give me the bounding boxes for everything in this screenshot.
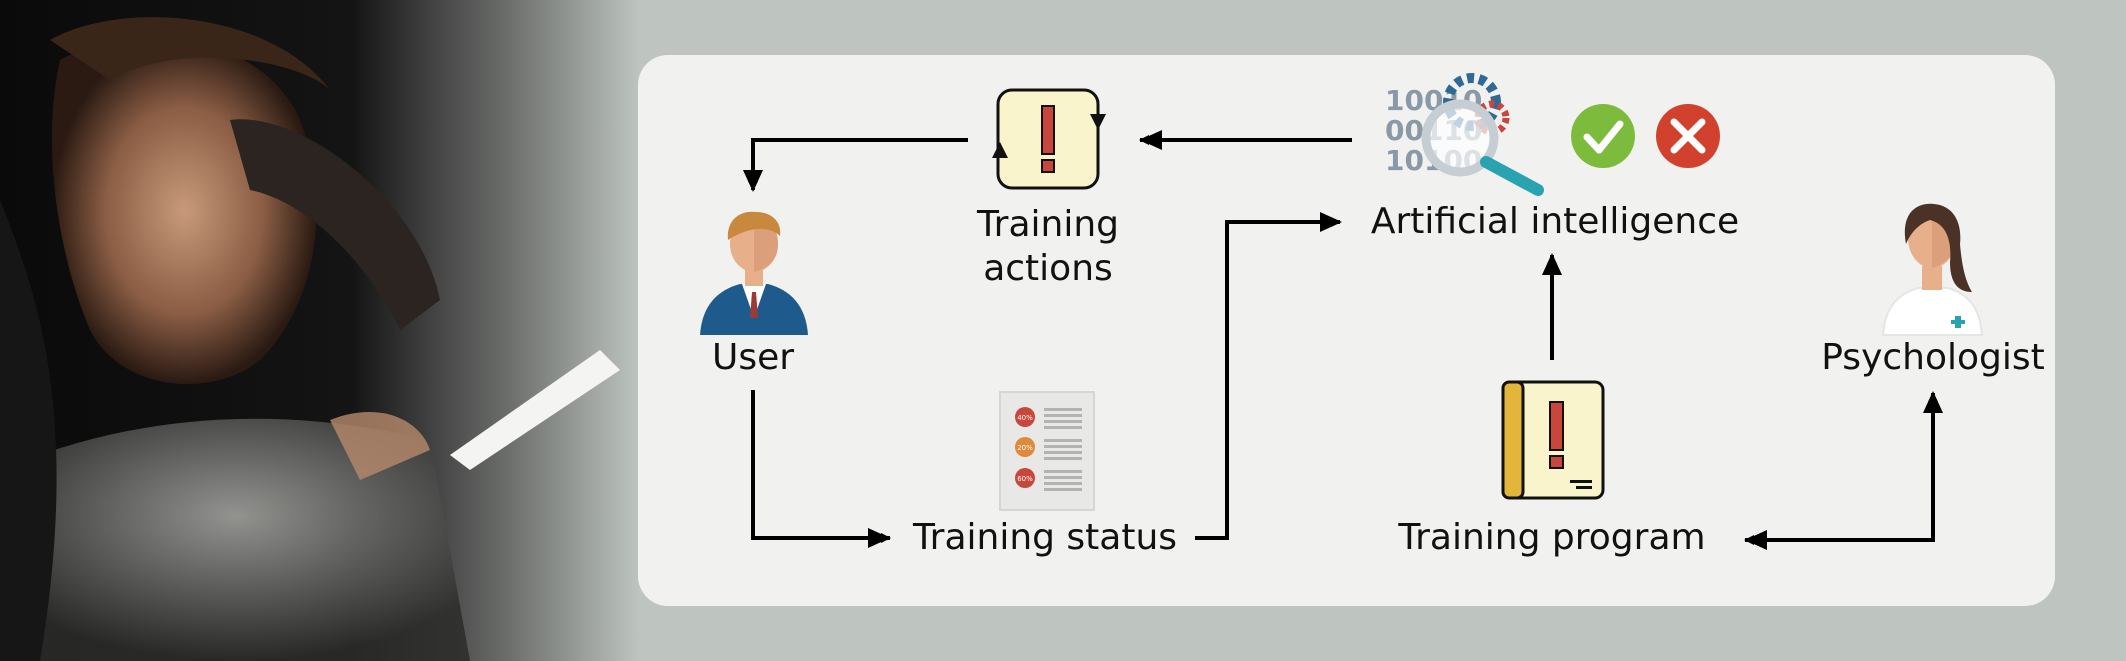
training-actions-label: Training actions — [976, 204, 1120, 289]
user-label: User — [711, 337, 795, 378]
psychologist-label: Psychologist — [1821, 337, 2045, 378]
training-status-label: Training status — [912, 517, 1178, 558]
person-with-phone-photo — [0, 0, 640, 661]
artificial-intelligence-label: Artificial intelligence — [1370, 201, 1740, 242]
diagram-panel — [638, 55, 2055, 606]
training-program-label: Training program — [1398, 517, 1706, 558]
